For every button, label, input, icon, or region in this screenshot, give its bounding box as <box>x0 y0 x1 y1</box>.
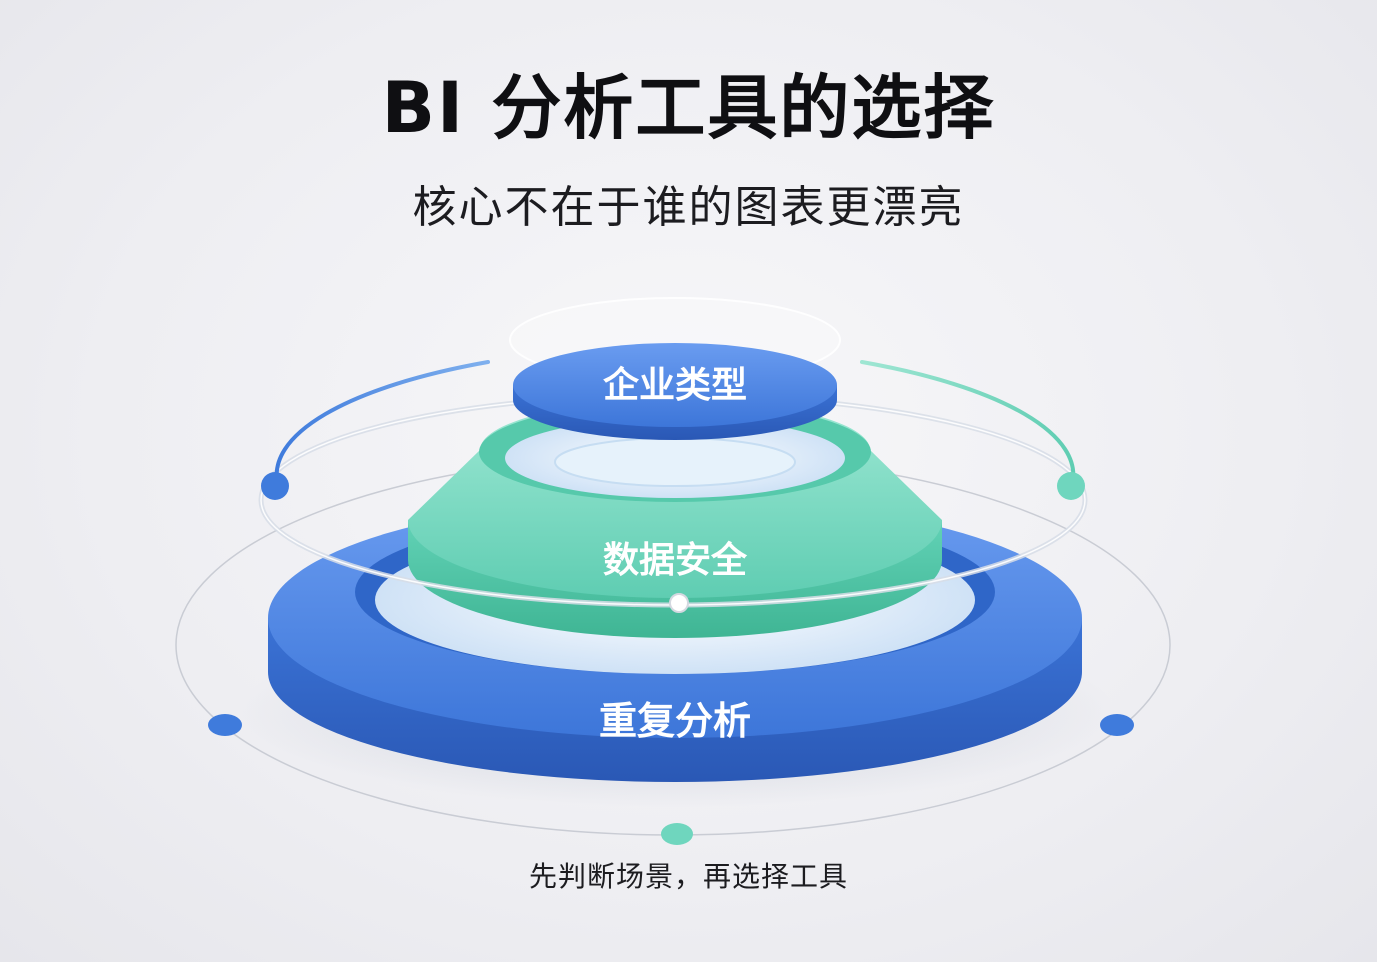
layer-label-top: 企业类型 <box>603 364 747 406</box>
orbit-dot-center-white <box>669 593 689 613</box>
layer-label-bottom: 重复分析 <box>599 699 751 743</box>
top-disc <box>509 297 841 440</box>
orbit-dot-left-blue <box>261 472 289 500</box>
right-accent-arc <box>860 360 1076 487</box>
page-subtitle: 核心不在于谁的图表更漂亮 <box>412 182 965 233</box>
page-title: BI 分析工具的选择 <box>381 67 996 149</box>
layer-label-middle: 数据安全 <box>603 539 748 581</box>
orbit-dot-right-teal <box>1057 472 1085 500</box>
orbit-dot-lower-left-blue <box>208 714 242 736</box>
orbit-dot-bottom-teal <box>661 823 693 845</box>
middle-cone <box>408 400 942 638</box>
orbit-dot-lower-right-blue <box>1100 714 1134 736</box>
left-accent-arc <box>274 360 490 487</box>
footer-caption: 先判断场景，再选择工具 <box>528 860 848 893</box>
